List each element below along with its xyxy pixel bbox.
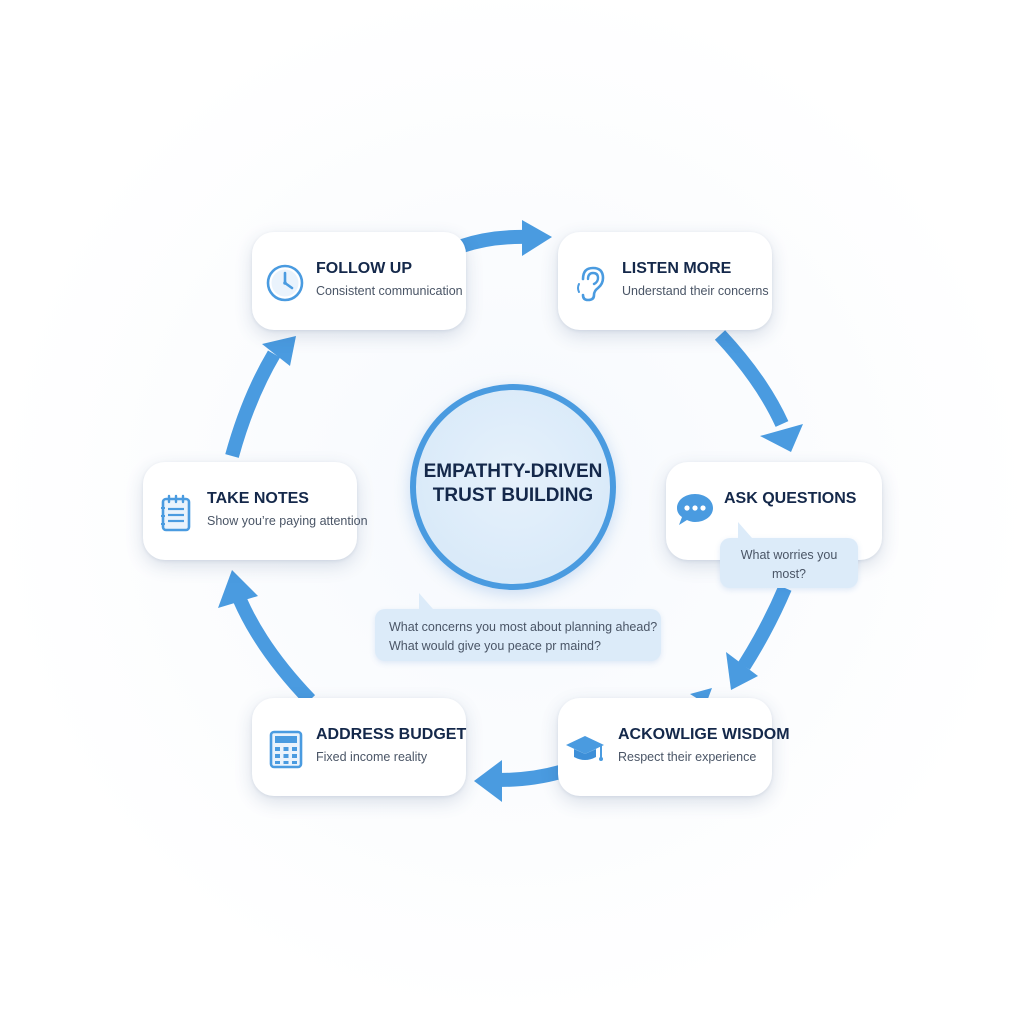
step-subtitle: Fixed income reality — [316, 750, 428, 764]
question-bubble-ask: What worries you most? — [720, 522, 858, 588]
center-title: EMPATHTY-DRIVEN TRUST BUILDING — [416, 460, 610, 508]
arrow-budget-to-notes — [218, 570, 316, 705]
step-card-follow-up: FOLLOW UP Consistent communication — [252, 232, 466, 330]
step-title: LISTEN MORE — [622, 260, 732, 277]
step-title: ADDRESS BUDGET — [316, 726, 467, 743]
speech-bubble-icon — [677, 494, 713, 525]
step-subtitle: Consistent communication — [316, 284, 463, 298]
step-card-address-budget: ADDRESS BUDGET Fixed income reality — [252, 698, 466, 796]
bubble-line: most? — [771, 567, 807, 581]
arrow-listen-to-ask — [714, 330, 803, 452]
question-bubble-center: What concerns you most about planning ah… — [375, 593, 661, 661]
notepad-icon — [161, 494, 191, 532]
step-subtitle: Show you’re paying attention — [207, 514, 368, 528]
step-card-take-notes: TAKE NOTES Show you’re paying attention — [143, 462, 368, 560]
step-title: ASK QUESTIONS — [724, 490, 857, 507]
graduation-cap-icon — [566, 736, 604, 761]
arrow-followup-to-listen — [459, 220, 552, 256]
step-title: TAKE NOTES — [207, 490, 309, 507]
center-title-line2: TRUST BUILDING — [432, 485, 594, 506]
bubble-line: What concerns you most about planning ah… — [389, 620, 658, 634]
ear-icon — [577, 266, 605, 302]
arrow-wisdom-to-budget — [474, 760, 562, 802]
step-card-acknowledge-wisdom: ACKOWLIGE WISDOM Respect their experienc… — [558, 698, 790, 796]
arrow-ask-to-wisdom — [726, 585, 792, 690]
step-subtitle: Understand their concerns — [622, 284, 769, 298]
bubble-line: What worries you — [740, 548, 838, 562]
bubble-line: What would give you peace pr maind? — [389, 639, 601, 653]
step-title: FOLLOW UP — [316, 260, 412, 277]
arrow-notes-to-followup — [225, 336, 296, 458]
clock-icon — [266, 264, 304, 302]
center-hub: EMPATHTY-DRIVEN TRUST BUILDING — [410, 384, 616, 590]
calculator-icon — [269, 730, 303, 769]
step-card-listen-more: LISTEN MORE Understand their concerns — [558, 232, 772, 330]
center-title-line1: EMPATHTY-DRIVEN — [423, 461, 603, 482]
step-subtitle: Respect their experience — [618, 750, 757, 764]
step-title: ACKOWLIGE WISDOM — [618, 726, 790, 743]
